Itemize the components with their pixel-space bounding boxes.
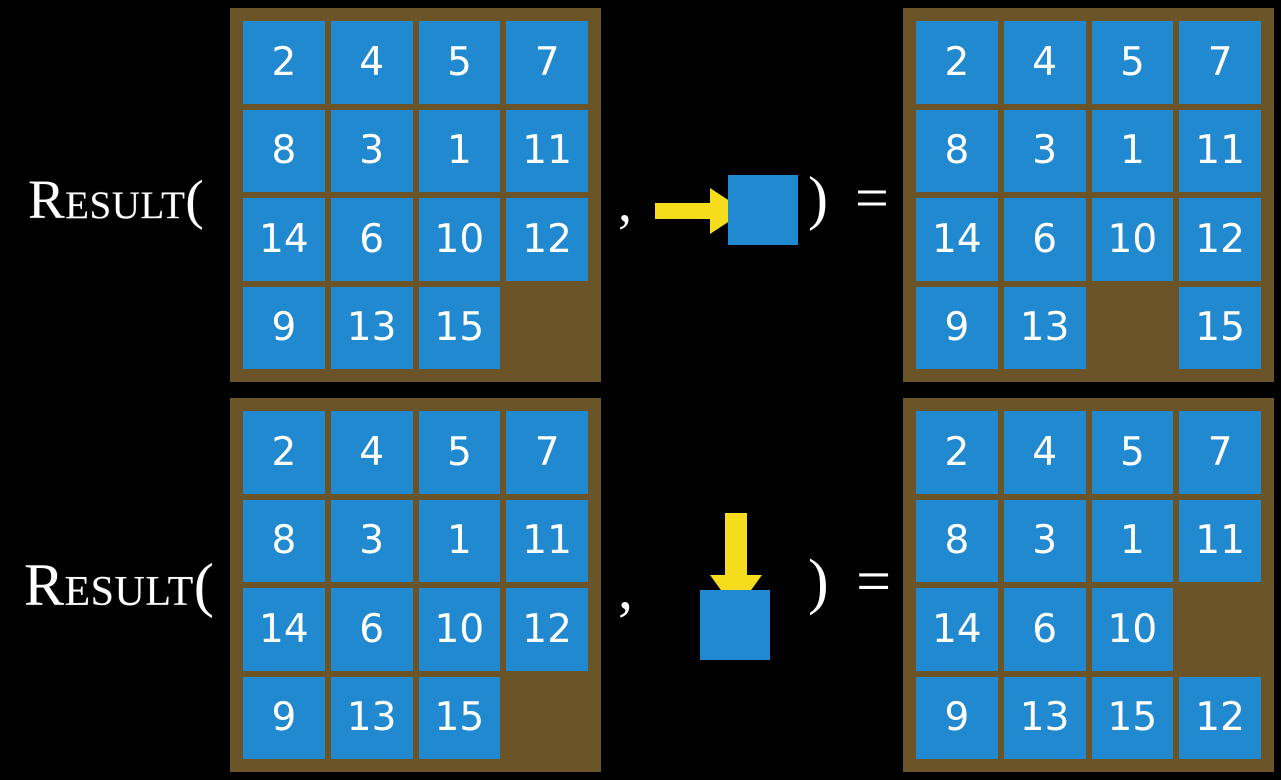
puzzle-tile[interactable]: 14 [243,198,325,281]
puzzle-tile[interactable]: 15 [418,676,501,759]
puzzle-tile[interactable]: 8 [916,109,998,192]
puzzle-tile[interactable]: 11 [1179,109,1261,192]
puzzle-tile[interactable]: 14 [243,588,325,671]
puzzle-tile[interactable]: 9 [916,676,998,759]
puzzle-tile[interactable]: 12 [506,588,588,671]
arrow-down-icon [710,513,762,611]
puzzle-blank-cell [1179,588,1261,671]
puzzle-tile[interactable]: 10 [418,198,501,281]
puzzle-blank-cell [506,287,588,370]
puzzle-tile[interactable]: 7 [1179,411,1261,494]
close-paren-equals-bottom: ) = [808,548,898,616]
puzzle-tile[interactable]: 11 [1179,499,1261,582]
puzzle-tile[interactable]: 10 [418,588,501,671]
move-operand-square-bottom [700,590,770,660]
puzzle-tile[interactable]: 12 [506,198,588,281]
puzzle-tile[interactable]: 3 [1003,499,1086,582]
puzzle-tile[interactable]: 15 [418,286,501,369]
puzzle-tile[interactable]: 3 [330,109,413,192]
result-function-label-top: Result( [28,169,205,230]
puzzle-tile[interactable]: 5 [418,411,501,494]
puzzle-tile[interactable]: 6 [1003,588,1086,671]
puzzle-tile[interactable]: 3 [330,499,413,582]
puzzle-tile[interactable]: 4 [1003,21,1086,104]
puzzle-tile[interactable]: 13 [330,286,413,369]
puzzle-tile[interactable]: 10 [1091,588,1174,671]
move-operand-square-top [728,175,798,245]
puzzle-tile[interactable]: 4 [330,21,413,104]
puzzle-tile[interactable]: 1 [418,499,501,582]
puzzle-tile[interactable]: 2 [916,411,998,494]
puzzle-tile[interactable]: 4 [1003,411,1086,494]
puzzle-tile[interactable]: 15 [1179,286,1261,369]
puzzle-tile[interactable]: 2 [916,21,998,104]
puzzle-tile[interactable]: 5 [1091,21,1174,104]
close-paren-equals-top: ) = [808,165,895,231]
puzzle-tile[interactable]: 2 [243,411,325,494]
puzzle-tile[interactable]: 13 [330,676,413,759]
puzzle-tile[interactable]: 5 [418,21,501,104]
comma-separator-top: , [618,172,632,234]
comma-separator-bottom: , [618,555,633,621]
puzzle-tile[interactable]: 4 [330,411,413,494]
puzzle-tile[interactable]: 1 [418,109,501,192]
puzzle-tile[interactable]: 9 [243,286,325,369]
arrow-right-icon [655,188,745,234]
puzzle-tile[interactable]: 8 [243,499,325,582]
puzzle-tile[interactable]: 7 [506,411,588,494]
puzzle-tile[interactable]: 6 [330,198,413,281]
result-function-label-bottom: Result( [24,552,215,618]
puzzle-tile[interactable]: 9 [916,286,998,369]
puzzle-tile[interactable]: 14 [916,198,998,281]
puzzle-tile[interactable]: 12 [1179,198,1261,281]
puzzle-tile[interactable]: 1 [1091,109,1174,192]
puzzle-blank-cell [506,677,588,760]
puzzle-blank-cell [1092,287,1174,370]
puzzle-tile[interactable]: 5 [1091,411,1174,494]
puzzle-tile[interactable]: 6 [330,588,413,671]
puzzle-tile[interactable]: 6 [1003,198,1086,281]
puzzle-tile[interactable]: 7 [506,21,588,104]
puzzle-tile[interactable]: 13 [1003,676,1086,759]
puzzle-tile[interactable]: 15 [1091,676,1174,759]
puzzle-tile[interactable]: 8 [916,499,998,582]
puzzle-tile[interactable]: 2 [243,21,325,104]
puzzle-tile[interactable]: 11 [506,109,588,192]
puzzle-tile[interactable]: 7 [1179,21,1261,104]
puzzle-tile[interactable]: 14 [916,588,998,671]
puzzle-tile[interactable]: 12 [1179,676,1261,759]
puzzle-tile[interactable]: 10 [1091,198,1174,281]
puzzle-tile[interactable]: 8 [243,109,325,192]
puzzle-tile[interactable]: 13 [1003,286,1086,369]
puzzle-tile[interactable]: 11 [506,499,588,582]
puzzle-tile[interactable]: 9 [243,676,325,759]
puzzle-tile[interactable]: 3 [1003,109,1086,192]
puzzle-tile[interactable]: 1 [1091,499,1174,582]
